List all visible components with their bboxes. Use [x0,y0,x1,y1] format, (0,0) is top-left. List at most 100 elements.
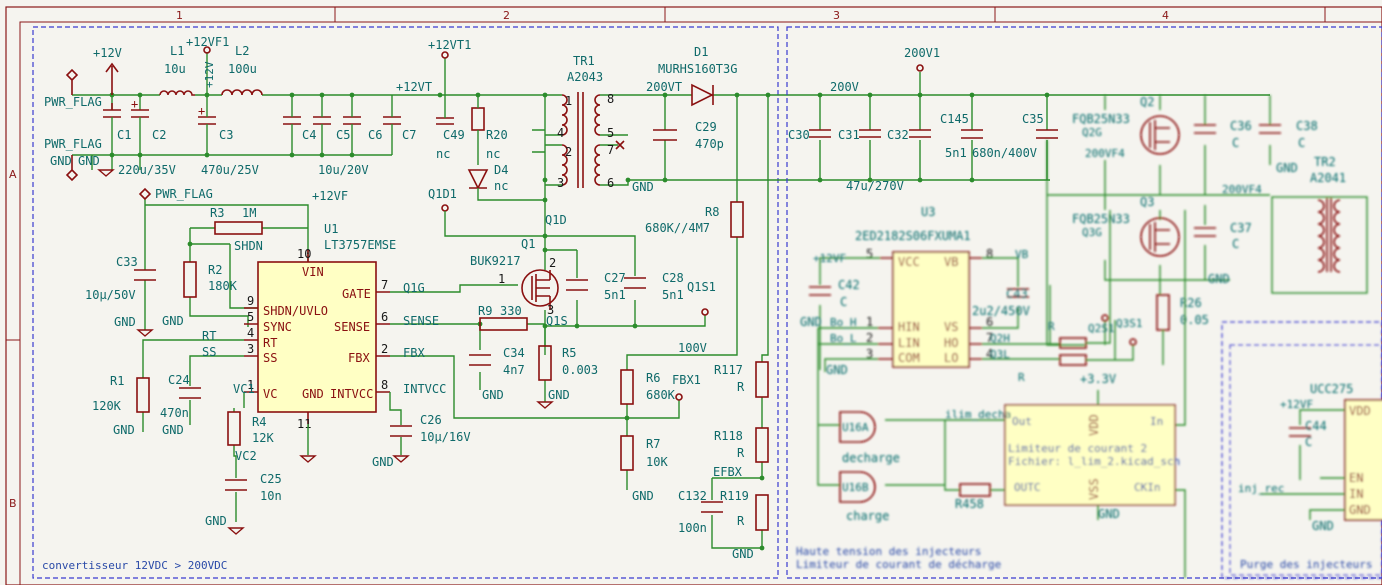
c33-ref: C33 [116,255,138,269]
u3-ref: U3 [921,205,935,219]
c27-value: 5n1 [604,288,626,302]
d4-ref: D4 [494,163,508,177]
l1-inductor [159,90,195,96]
u1-ref: U1 [324,222,338,236]
u3-pin-com: COM [898,351,920,365]
net-p33v: +3.3V [1080,372,1116,386]
q1-mosfet[interactable]: Q1 BUK9217 2 3 [470,236,559,355]
u3-pin-num: 4 [986,347,993,361]
c28-value: 5n1 [662,288,684,302]
c44-capacitor [1289,427,1311,437]
c27-capacitor [566,279,588,291]
c145-capacitor [961,129,983,139]
net-q2g: Q2G [1082,126,1102,139]
q3-ref: Q3 [1140,195,1154,209]
r4-value: 12K [252,431,274,445]
sheet-converter-box[interactable] [32,26,779,579]
net-injrec: inj_rec [1238,482,1284,495]
c36-capacitor [1194,124,1216,134]
u1-pin-num: 8 [381,378,388,392]
limiter-pin-vdd: VDD [1087,414,1101,436]
c28-capacitor [624,277,646,289]
c6-capacitor [343,116,361,125]
tr1-transformer[interactable]: 1 2 3 4 5 6 7 8 TR1 A2043 [532,54,629,239]
power-arrow-icon [105,62,119,95]
net-ilim: ilim_decha [945,408,1011,421]
u1-pin-num: 9 [247,294,254,308]
sheet-purge-box[interactable] [1221,321,1382,579]
sheet-injector-box[interactable] [786,26,1382,579]
c34-ref: C34 [503,346,525,360]
u3-pin-lin: LIN [898,336,920,350]
net-intvcc: INTVCC [403,382,446,396]
c5-ref: C5 [336,128,350,142]
u3-pin-num: 5 [866,247,873,261]
net-rt: RT [202,329,216,343]
r119-ref: R119 [720,489,749,503]
u4-driver[interactable]: UCC275 VDD EN IN GND [1310,382,1382,521]
net-p12vt: +12VT [396,80,432,94]
c4-capacitor [283,116,301,125]
r4-ref: R4 [252,415,266,429]
net-p12v: +12V [93,46,122,60]
u1-controller[interactable]: U1 LT3757EMSE VIN SHDN/UVLO SYNC RT SS V… [244,222,396,431]
gnd-label: GND [632,489,654,503]
c33-capacitor [134,269,156,281]
c24-value: 470n [160,406,189,420]
c38-value: C [1298,136,1305,150]
sheet-converter-title: convertisseur 12VDC > 200VDC [42,559,227,572]
u16b-gate[interactable]: U16B charge [839,471,889,523]
c49-ref: C49 [443,128,465,142]
u3-pin-num: 8 [986,247,993,261]
c25-ref: C25 [260,472,282,486]
u4-pin-vdd: VDD [1349,404,1371,418]
c35-ref: C35 [1022,112,1044,126]
output-diode-section: D1 MURHS160T3G 200VT C29 470p GND R8 680… [625,45,1270,370]
tr1-pin-4: 4 [557,126,564,140]
u3-pin-lo: LO [944,351,958,365]
c32-ref: C32 [887,128,909,142]
net-vc1: VC1 [233,382,255,396]
gate-resistor-label: R [1018,371,1025,384]
r7-value: 10K [646,455,668,469]
c27-ref: C27 [604,271,626,285]
c3-ref: C3 [219,128,233,142]
r1-ref: R1 [110,374,124,388]
q2-mosfet[interactable]: Q2 FQB25N33 Q2G [1072,95,1180,155]
gnd-label: GND [800,315,822,329]
tr2-value: A2041 [1310,171,1346,185]
u4-pin-gnd: GND [1349,503,1371,517]
net-q2s1: Q2S1 [1088,322,1115,335]
frame-row-a: A [9,168,17,181]
input-filter: PWR_FLAG PWR_FLAG GND +12V L1 10u L2 100… [44,35,545,182]
r2-value: 180K [208,279,238,293]
q3-mosfet[interactable]: Q3 FQB25N33 Q3G [1072,195,1180,257]
u1-pin-sync: SYNC [263,320,292,334]
u1-pin-num: 6 [381,310,388,324]
c26-ref: C26 [420,413,442,427]
tr2-transformer[interactable]: TR2 A2041 [1271,155,1368,294]
u3-gate-driver[interactable]: U3 2ED2182S06FXUMA1 VCC VB HIN LIN COM V… [855,205,993,368]
u1-pin-ss: SS [263,351,277,365]
c2-ref: C2 [152,128,166,142]
limiter-sheet[interactable]: Out In OUTC CKIn Limiteur de courant 2 F… [1004,404,1180,506]
frame-col-4: 4 [1162,9,1169,22]
limiter-name: Limiteur de courant 2 [1008,442,1147,455]
net-p12vf-u4: +12VF [1280,398,1313,411]
r7-resistor [620,435,634,471]
c30-ref: C30 [788,128,810,142]
r119-value: R [737,514,745,528]
u16a-gate[interactable]: U16A decharge [839,411,900,465]
u3-pin-num: 7 [986,331,993,345]
u1-pin-num: 10 [297,247,311,261]
net-q1s: Q1S [546,314,568,328]
gnd-label: GND [1208,272,1230,286]
net-q1d: Q1D [545,213,567,227]
c132-value: 100n [678,521,707,535]
r118-ref: R118 [714,429,743,443]
gnd-label: GND [113,423,135,437]
gnd-label: GND [548,388,570,402]
u1-pin-num: 11 [297,417,311,431]
tr1-ref: TR1 [573,54,595,68]
